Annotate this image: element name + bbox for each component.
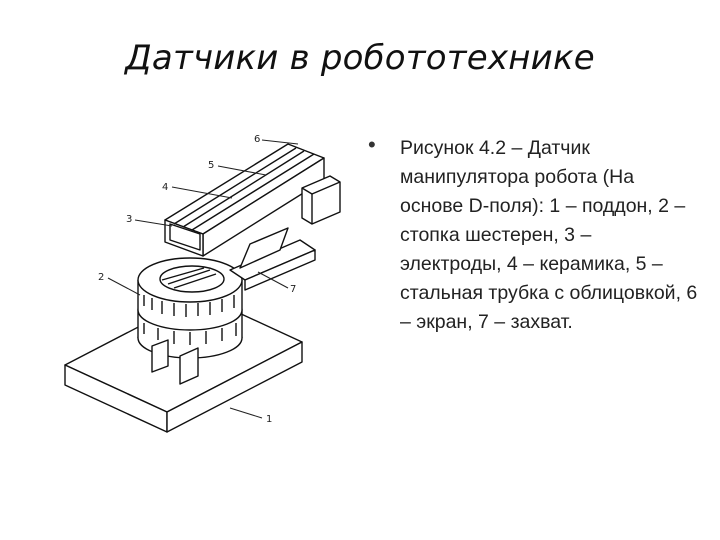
caption-block: • Рисунок 4.2 – Датчик манипулятора робо… [368, 132, 698, 337]
label-5: 5 [208, 160, 214, 171]
figure-caption: Рисунок 4.2 – Датчик манипулятора робота… [400, 137, 698, 333]
sensor-drawing: 6 5 4 3 2 7 1 [64, 134, 341, 433]
label-3: 3 [126, 214, 132, 225]
label-2: 2 [98, 272, 104, 283]
sensor-figure: 6 5 4 3 2 7 1 [40, 120, 370, 465]
label-7: 7 [290, 284, 296, 295]
gear-top-inner [159, 265, 225, 293]
bullet-icon: • [368, 132, 376, 157]
label-4: 4 [162, 182, 168, 193]
label-6: 6 [254, 134, 260, 145]
label-1: 1 [266, 414, 272, 425]
pallet-side [166, 341, 303, 433]
slide-title: Датчики в робототехнике [125, 38, 595, 78]
